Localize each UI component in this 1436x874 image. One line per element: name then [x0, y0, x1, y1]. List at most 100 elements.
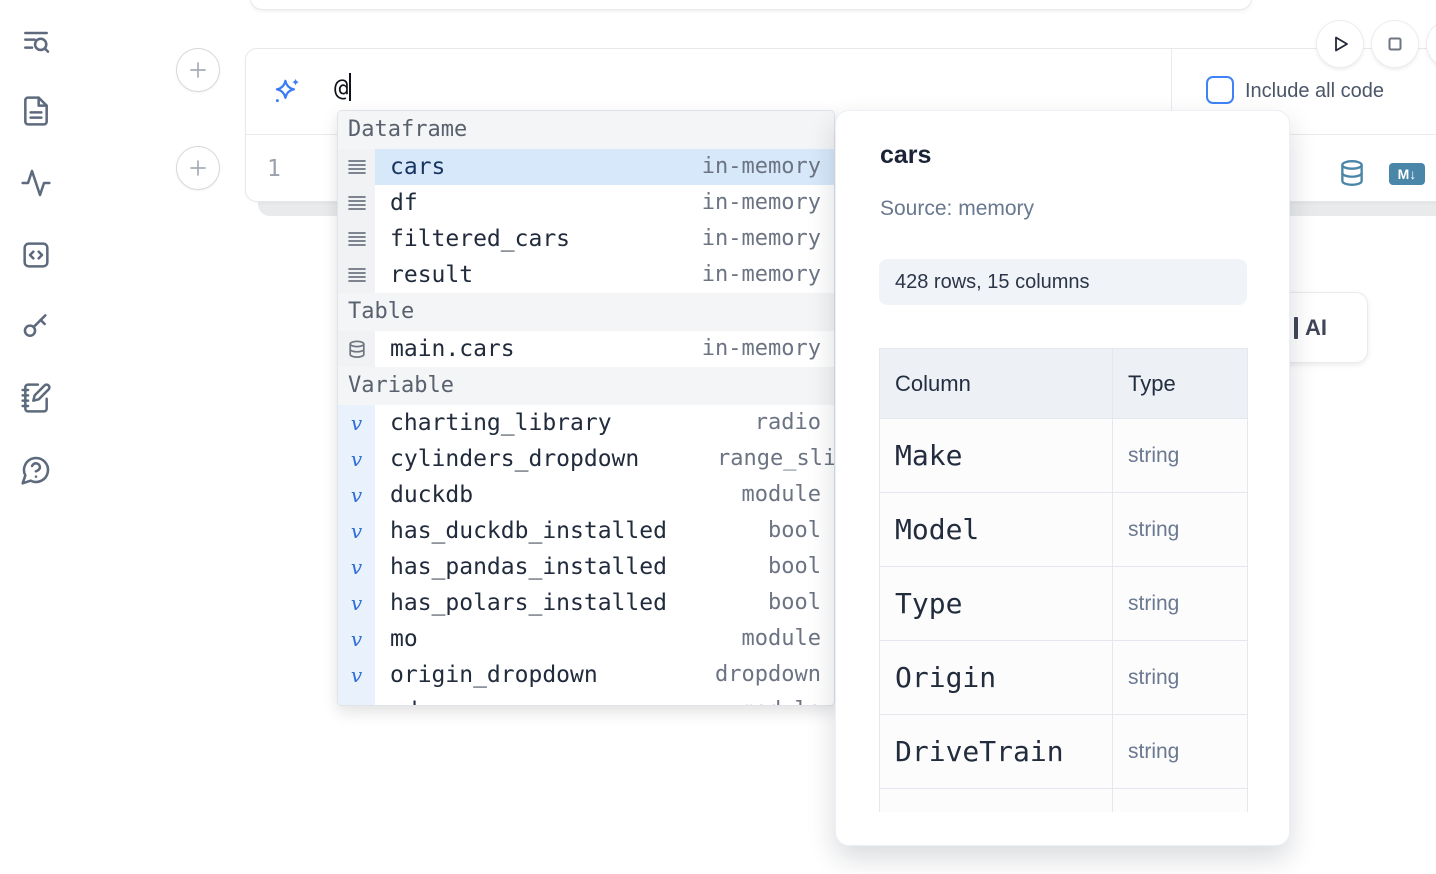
autocomplete-item-origin_dropdown[interactable]: v origin_dropdown dropdown	[338, 657, 834, 693]
completion-type: module	[741, 482, 821, 507]
variable-icon: v	[338, 693, 375, 705]
completion-name: mo	[390, 626, 418, 652]
schema-column-type: string	[1112, 566, 1248, 641]
dataframe-icon	[338, 257, 375, 293]
completion-name: has_duckdb_installed	[390, 518, 667, 544]
divider	[1171, 49, 1172, 134]
completion-type: bool	[768, 554, 821, 579]
variable-icon: v	[338, 477, 375, 513]
schema-column-name	[879, 788, 1113, 812]
add-cell-above-button[interactable]	[176, 48, 220, 92]
variable-icon: v	[338, 585, 375, 621]
autocomplete-section-header: Dataframe	[338, 111, 834, 149]
autocomplete-item-pd[interactable]: vpd module	[338, 693, 834, 705]
activity-icon[interactable]	[19, 166, 53, 200]
autocomplete-item-main.cars[interactable]: main.cars in-memory	[338, 331, 834, 367]
autocomplete-item-result[interactable]: result in-memory	[338, 257, 834, 293]
completion-name: df	[390, 190, 418, 216]
autocomplete-section-header: Table	[338, 293, 834, 331]
completion-type: in-memory	[701, 336, 821, 361]
help-chat-icon[interactable]	[19, 453, 53, 487]
completion-type: module	[742, 693, 834, 705]
dataframe-icon	[338, 221, 375, 257]
search-list-icon[interactable]	[19, 24, 53, 58]
markdown-icon[interactable]: M↓	[1389, 163, 1425, 185]
line-number: 1	[267, 156, 281, 182]
schema-column-name: Model	[879, 492, 1113, 567]
sparkles-icon	[272, 77, 302, 107]
variable-icon: v	[338, 441, 375, 477]
run-cell-button[interactable]	[1317, 21, 1363, 67]
left-sidebar	[0, 0, 72, 874]
key-icon[interactable]	[19, 309, 53, 343]
autocomplete-item-cylinders_dropdown[interactable]: v cylinders_dropdown range_slider	[338, 441, 834, 477]
completion-name: cylinders_dropdown	[390, 446, 640, 472]
dataframe-preview-popup: cars Source: memory 428 rows, 15 columns…	[835, 110, 1290, 846]
schema-column-header: Type	[1112, 348, 1248, 419]
completion-name: main.cars	[390, 336, 515, 362]
completion-name: origin_dropdown	[390, 662, 598, 688]
text-caret	[349, 73, 352, 101]
schema-column-name: Origin	[879, 640, 1113, 715]
completion-name: duckdb	[390, 482, 474, 508]
document-icon[interactable]	[19, 94, 53, 128]
schema-column-type: string	[1112, 492, 1248, 567]
code-editor-row[interactable]: 1 M↓	[246, 136, 1436, 203]
include-all-code-checkbox[interactable]	[1206, 76, 1234, 104]
extra-cell-button-partial[interactable]	[1427, 21, 1436, 67]
database-icon[interactable]	[1337, 158, 1367, 188]
completion-name: cars	[390, 154, 446, 180]
autocomplete-item-cars[interactable]: cars in-memory	[338, 149, 834, 185]
stop-cell-button[interactable]	[1372, 21, 1418, 67]
schema-column-type: string	[1112, 418, 1248, 493]
completion-name: pd	[375, 693, 418, 705]
schema-column-type: string	[1112, 640, 1248, 715]
preview-shape-badge: 428 rows, 15 columns	[879, 259, 1247, 305]
variable-icon: v	[338, 513, 375, 549]
code-cell-icon[interactable]	[19, 238, 53, 272]
completion-type: module	[741, 626, 821, 651]
schema-column-name: DriveTrain	[879, 714, 1113, 789]
completion-type: range_slider	[717, 446, 835, 471]
clipped-glyph	[1294, 317, 1298, 339]
completion-type: radio	[754, 410, 821, 435]
completion-type: in-memory	[701, 154, 821, 179]
schema-row	[879, 788, 1248, 812]
add-cell-below-button[interactable]	[176, 146, 220, 190]
completion-type: in-memory	[701, 226, 821, 251]
schema-column-type: string	[1112, 714, 1248, 789]
include-all-code-label: Include all code	[1245, 80, 1384, 102]
completion-name: filtered_cars	[390, 226, 571, 252]
schema-column-name: Type	[879, 566, 1113, 641]
completion-name: charting_library	[390, 410, 612, 436]
completion-type: dropdown	[715, 662, 821, 687]
variable-icon: v	[338, 657, 375, 693]
preview-source: Source: memory	[880, 197, 1035, 220]
ai-prompt-input[interactable]: @	[334, 73, 352, 102]
schema-column-name: Make	[879, 418, 1113, 493]
variable-icon: v	[338, 621, 375, 657]
completion-type: in-memory	[701, 262, 821, 287]
variable-icon: v	[338, 549, 375, 585]
schema-column-header: Column	[879, 348, 1113, 419]
schema-column-type	[1112, 788, 1248, 812]
autocomplete-section-header: Variable	[338, 367, 834, 405]
dataframe-icon	[338, 185, 375, 221]
autocomplete-item-filtered_cars[interactable]: filtered_cars in-memory	[338, 221, 834, 257]
scratchpad-icon[interactable]	[19, 381, 53, 415]
completion-name: result	[390, 262, 474, 288]
